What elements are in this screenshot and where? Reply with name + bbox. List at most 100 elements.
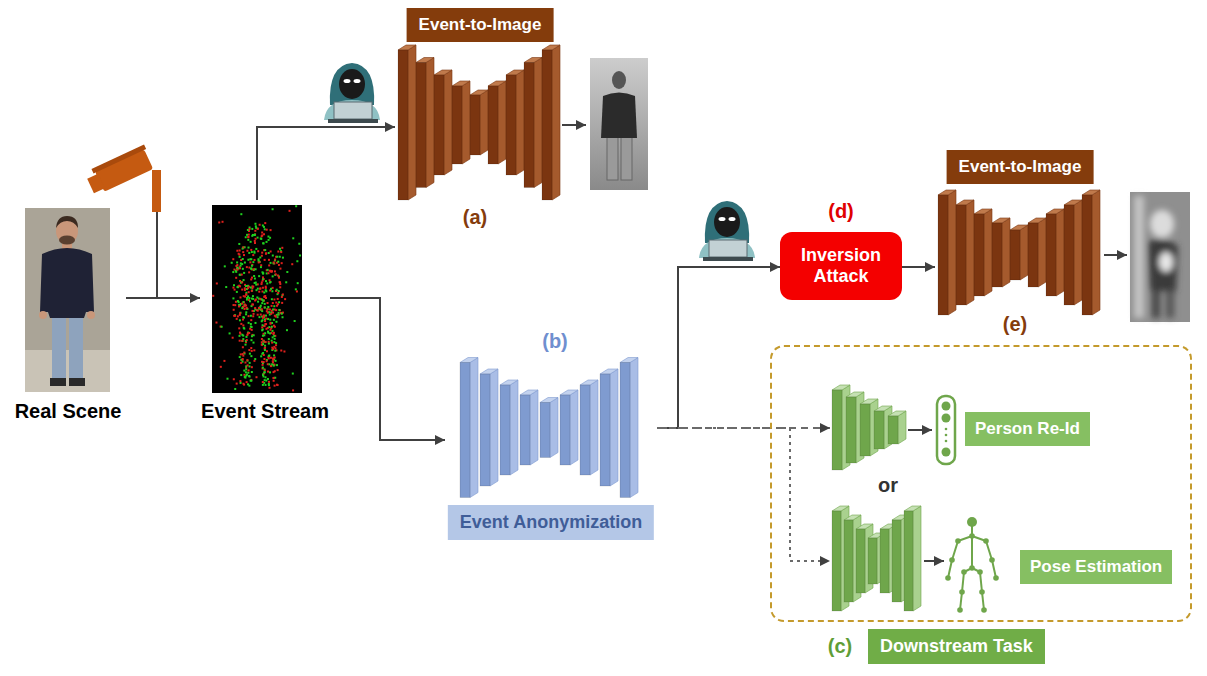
event-dot xyxy=(278,309,280,311)
event-dot xyxy=(246,381,248,383)
layer-front xyxy=(416,63,426,188)
event-dot xyxy=(279,256,281,258)
event-dot xyxy=(261,299,263,301)
event-dot xyxy=(265,315,267,317)
event-dot xyxy=(270,313,272,315)
layer-front xyxy=(874,411,884,449)
event-dot xyxy=(274,370,276,372)
event-dot xyxy=(233,315,235,317)
shoe xyxy=(69,378,85,386)
bone xyxy=(971,536,973,568)
event-dot xyxy=(278,264,280,266)
flow-arrow xyxy=(257,127,395,200)
event-dot xyxy=(235,277,237,279)
event-dot xyxy=(247,236,249,238)
vector-dot xyxy=(945,434,948,437)
event-dot xyxy=(260,238,262,240)
joint xyxy=(945,575,951,581)
event-dot xyxy=(242,316,244,318)
layer-top xyxy=(992,218,1010,223)
event-dot xyxy=(253,313,255,315)
event-dot xyxy=(249,228,251,230)
event-dot xyxy=(239,267,241,269)
event-dot xyxy=(292,373,294,375)
event-dot xyxy=(254,299,256,301)
joint xyxy=(957,607,963,613)
layer-top xyxy=(1010,225,1028,230)
label-box: Person Re-Id xyxy=(965,412,1090,446)
layer-front xyxy=(832,390,842,470)
layer-top xyxy=(524,58,542,63)
event-dot xyxy=(271,347,273,349)
event-dot xyxy=(251,228,253,230)
label-box: Downstream Task xyxy=(868,629,1045,664)
event-dot xyxy=(242,319,244,321)
event-dot xyxy=(265,253,267,255)
layer-side xyxy=(550,398,558,458)
event-dot xyxy=(238,243,240,245)
event-dot xyxy=(249,258,251,260)
image-background xyxy=(590,58,648,190)
event-dot xyxy=(271,298,273,300)
event-dot xyxy=(244,262,246,264)
event-dot xyxy=(236,250,238,252)
event-dot xyxy=(241,281,243,283)
event-dot xyxy=(252,286,254,288)
event-dot xyxy=(268,326,270,328)
event-dot xyxy=(274,315,276,317)
layer-side xyxy=(426,58,434,188)
joint xyxy=(949,557,955,563)
joint xyxy=(969,565,975,571)
light-blob xyxy=(1150,210,1174,238)
event-dot xyxy=(244,362,246,364)
event-dot xyxy=(240,323,242,325)
event-dot xyxy=(254,230,256,232)
event-dot xyxy=(270,329,272,331)
event-dot xyxy=(270,262,272,264)
layer-side xyxy=(530,390,538,465)
event-dot xyxy=(269,319,271,321)
event-dot xyxy=(242,268,244,270)
layer-front xyxy=(506,75,516,175)
joint xyxy=(981,607,987,613)
event-dot xyxy=(270,288,272,290)
event-dot xyxy=(262,317,264,319)
event-dot xyxy=(251,366,253,368)
event-dot xyxy=(275,316,277,318)
camera-body xyxy=(84,145,155,196)
hood xyxy=(705,201,749,243)
event-dot xyxy=(280,312,282,314)
event-dot xyxy=(243,370,245,372)
joint xyxy=(959,589,965,595)
caption-text: Event Stream xyxy=(201,400,329,423)
event-dot xyxy=(275,321,277,323)
event-dot xyxy=(261,255,263,257)
joint xyxy=(967,517,977,527)
event-dot xyxy=(241,289,243,291)
event-dot xyxy=(275,309,277,311)
event-dot xyxy=(272,357,274,359)
event-dot xyxy=(246,299,248,301)
event-dot xyxy=(264,306,266,308)
event-dot xyxy=(242,246,244,248)
event-dot xyxy=(251,268,253,270)
event-dot xyxy=(268,239,270,241)
event-dot xyxy=(266,350,268,352)
laptop-base xyxy=(703,257,753,261)
event-dot xyxy=(249,365,251,367)
event-dot xyxy=(255,282,257,284)
layer-side xyxy=(1074,200,1082,305)
layer-front xyxy=(844,520,853,602)
event-dot xyxy=(243,384,245,386)
event-dot xyxy=(266,229,268,231)
event-dot xyxy=(265,252,267,254)
layer-top xyxy=(874,406,892,411)
event-dot xyxy=(250,339,252,341)
event-dot xyxy=(248,349,250,351)
layer-side xyxy=(516,70,524,175)
event-dot xyxy=(236,264,238,266)
event-dot xyxy=(272,255,274,257)
event-dot xyxy=(277,292,279,294)
event-dot xyxy=(264,347,266,349)
hacker-icon xyxy=(699,201,755,261)
